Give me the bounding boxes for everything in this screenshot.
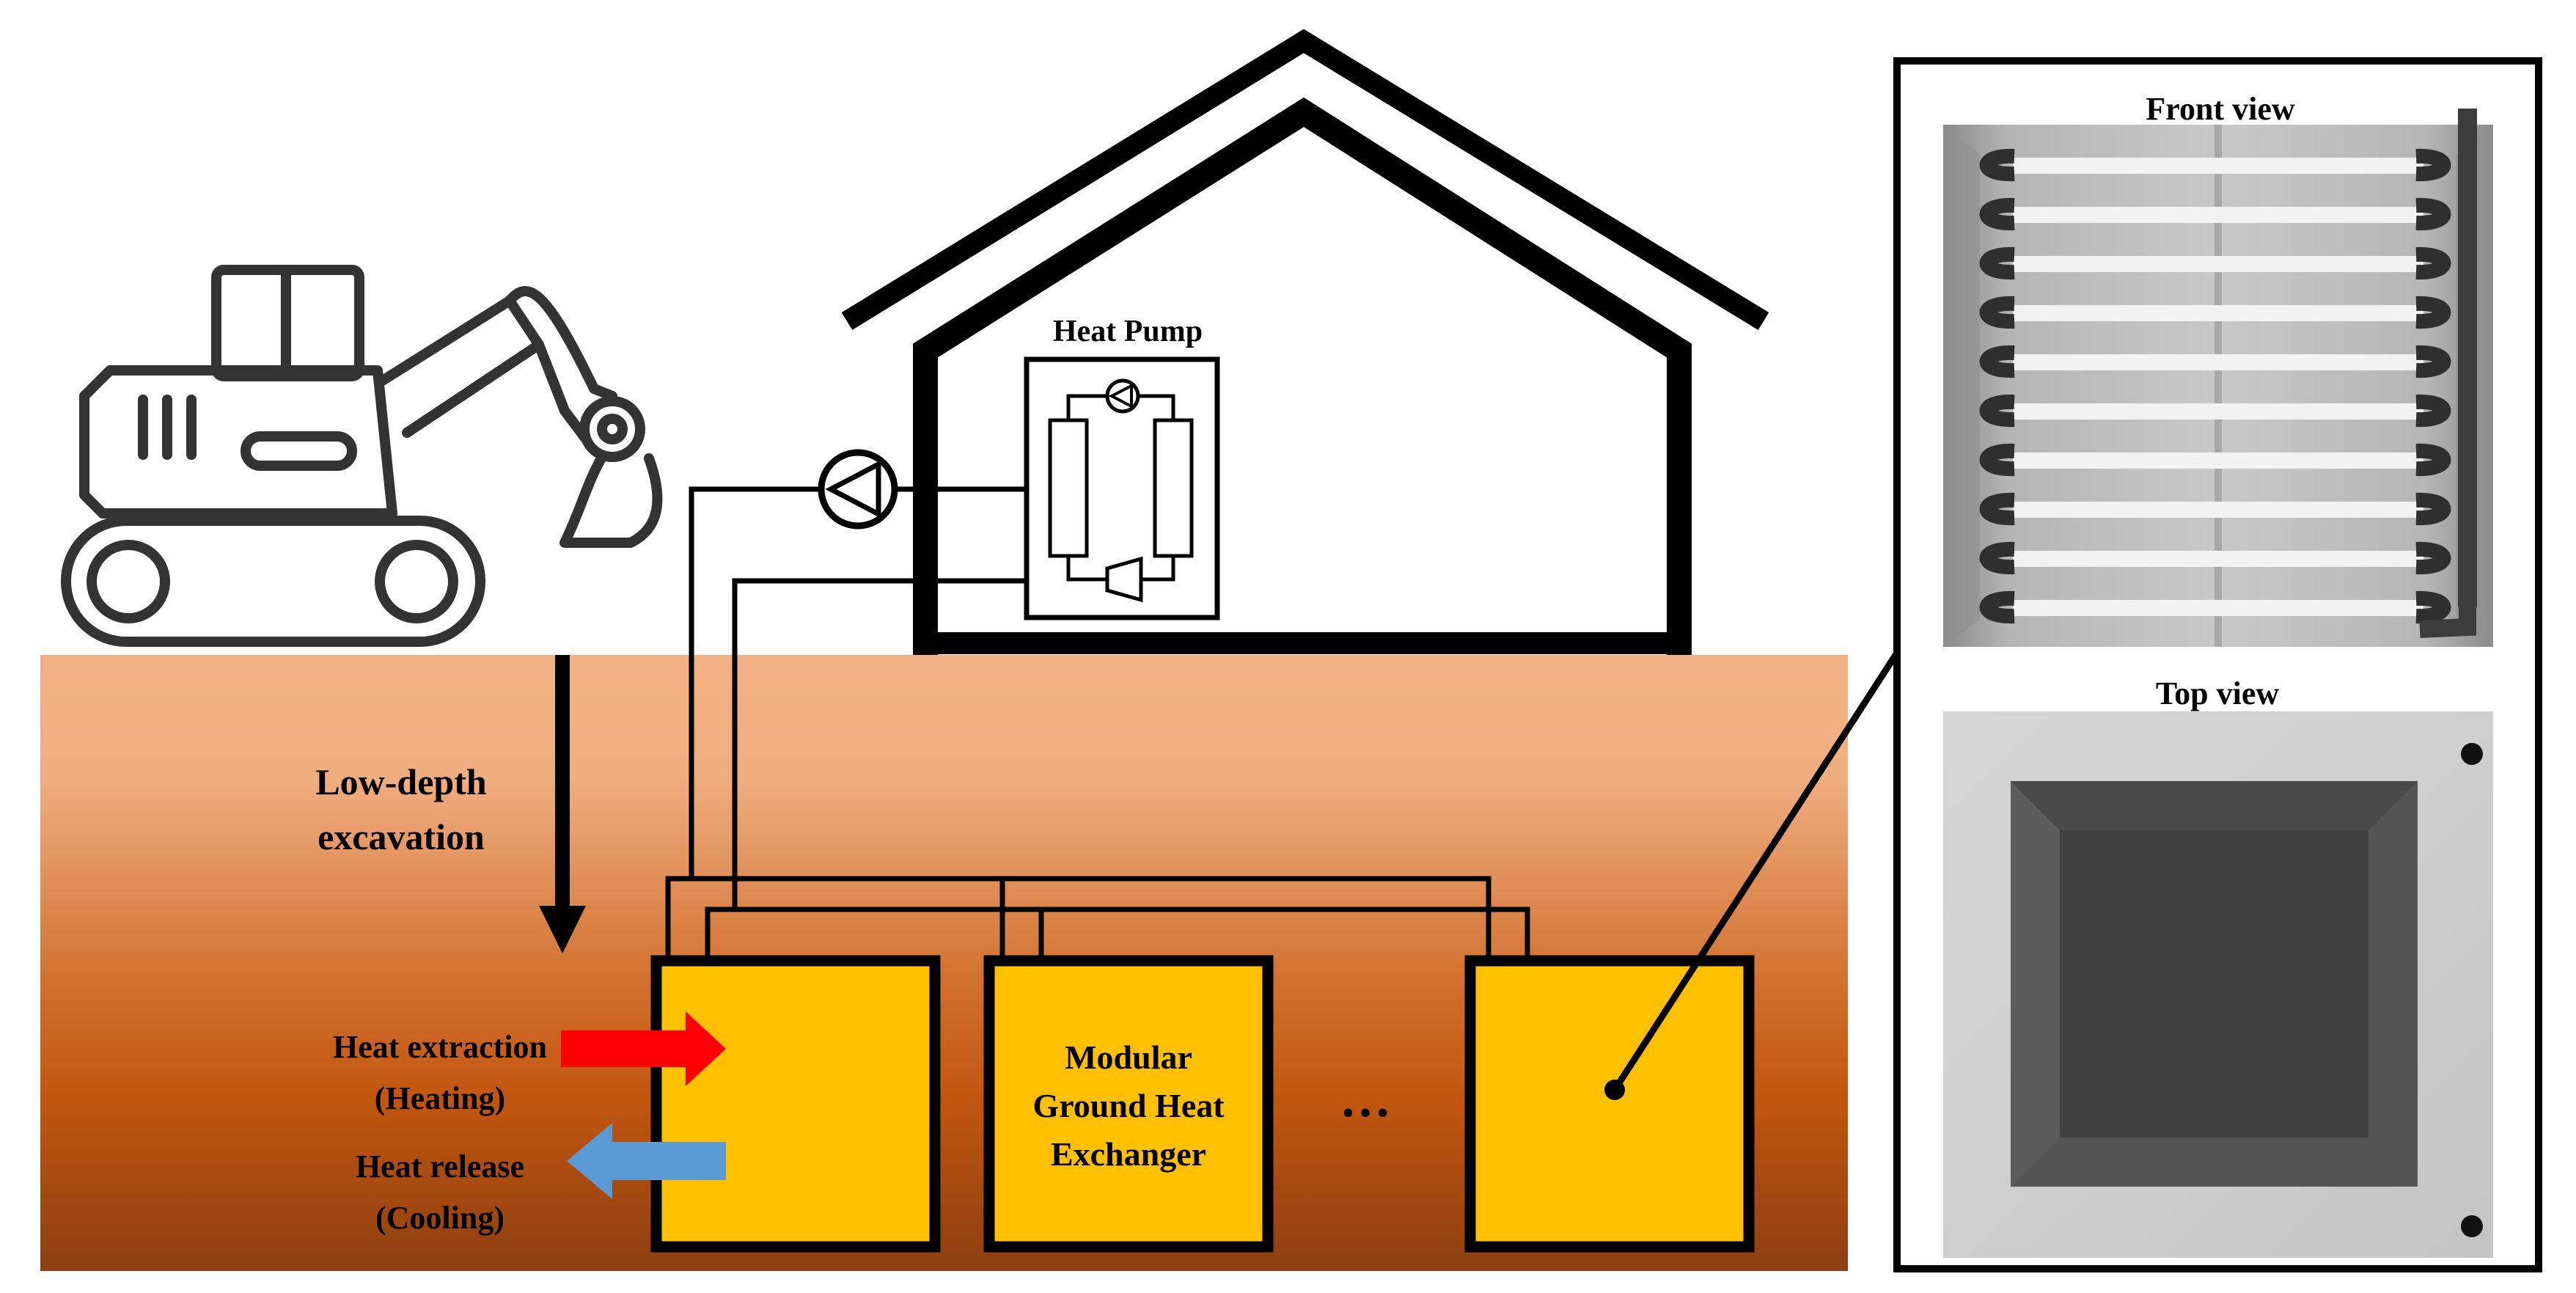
top-view-opening (2060, 830, 2368, 1138)
circulation-pump (818, 449, 898, 530)
coil-bend (2415, 492, 2451, 526)
front-view-label: Front view (2146, 91, 2294, 127)
coil-tube (2013, 354, 2423, 370)
heat-pump-evaporator (1048, 418, 1089, 558)
heat-pump-label: Heat Pump (1053, 315, 1203, 348)
pipe-header-inner (705, 906, 1530, 957)
excavation-label-line1: Low-depth (315, 761, 487, 802)
coil-bend (1979, 246, 2015, 280)
coil-tube (2013, 551, 2423, 567)
heat-pump-circuit-bottom-right (1141, 556, 1175, 582)
coil-bend (1979, 345, 2015, 378)
top-view-bolt-top (2461, 743, 2483, 765)
excavator-joint-inner (597, 414, 628, 444)
heat-extraction-arrow (561, 1011, 726, 1086)
top-view-bolt-bottom (2461, 1215, 2483, 1237)
coil-tube (2013, 256, 2423, 272)
coil-bend (2415, 590, 2451, 624)
house-roof (841, 29, 1769, 330)
heat-pump-circuit-bottom (1066, 556, 1107, 582)
coil-tube (2013, 403, 2423, 420)
excavator-icon (61, 265, 663, 647)
coil-bend (1979, 394, 2015, 428)
front-view-coils (1979, 148, 2451, 624)
pump-triangle (825, 460, 881, 519)
module-1 (650, 955, 941, 1253)
excavator-wheel-right (375, 540, 458, 623)
heat-release-line1: Heat release (356, 1149, 524, 1184)
coil-bend (1979, 197, 2015, 231)
excavator-bucket (559, 453, 663, 548)
heat-arrows: Heat extraction (Heating) Heat release (… (333, 1011, 726, 1236)
top-view-bevel-left (2011, 781, 2060, 1187)
coil-bend (1979, 541, 2015, 575)
coil-bend (2415, 345, 2451, 378)
heat-pump-condenser (1153, 418, 1194, 558)
coil-tube (2013, 502, 2423, 518)
coil-bend (2415, 148, 2451, 182)
pipe-return-from-heat-pump (732, 578, 1027, 909)
house (841, 29, 1769, 655)
heat-extraction-line2: (Heating) (375, 1080, 505, 1116)
coil-bend (2415, 197, 2451, 231)
compressor-icon (1105, 556, 1143, 603)
inset-panel: Front view Top view (1893, 57, 2542, 1272)
module-label-line2: Ground Heat (1032, 1087, 1225, 1124)
coil-bend (2415, 394, 2451, 428)
coil-bend (1979, 148, 2015, 182)
heat-release-arrow (567, 1123, 726, 1199)
excavation: Low-depth excavation (315, 655, 586, 953)
coil-bend (1979, 590, 2015, 624)
module-n (1464, 955, 1755, 1253)
coil-tube (2013, 207, 2423, 223)
coil-tube (2013, 158, 2423, 174)
heat-pump-circuit-top-right (1138, 394, 1175, 420)
callout-line (1612, 651, 1900, 1092)
coil-bend (1979, 296, 2015, 329)
coil-tube (2013, 305, 2423, 321)
heat-extraction-line1: Heat extraction (333, 1029, 547, 1065)
coil-bend (2415, 246, 2451, 280)
front-view-riser-bend (2419, 601, 2476, 638)
excavation-label-line2: excavation (318, 816, 485, 857)
top-view-bevel-top (2011, 781, 2418, 830)
module-2 (983, 955, 1274, 1253)
coil-bend (1979, 443, 2015, 477)
coil-bend (1979, 492, 2015, 526)
heat-pump: Heat Pump (1024, 315, 1220, 620)
heat-release-line2: (Cooling) (375, 1200, 504, 1236)
modules: Modular Ground Heat Exchanger … (650, 955, 1755, 1253)
pipe-supply-left (689, 486, 821, 879)
heat-pump-expansion-triangle (1108, 383, 1133, 409)
excavation-arrowhead (539, 906, 586, 953)
excavator-boom (504, 286, 617, 401)
excavator-track (61, 516, 485, 647)
front-view-riser (2458, 109, 2477, 607)
excavator-cab (211, 265, 364, 381)
excavator-arm (376, 296, 544, 438)
module-label-line1: Modular (1065, 1039, 1192, 1076)
heat-pump-circuit-top (1066, 394, 1107, 420)
excavator-wheel-left (87, 540, 170, 623)
house-wall (913, 97, 1692, 655)
coil-bend (2415, 296, 2451, 329)
top-view-photo: Top view (1943, 675, 2493, 1258)
ellipsis: … (1340, 1072, 1391, 1128)
pipe-header-outer (665, 876, 1491, 957)
piping (665, 486, 1530, 957)
module-label-line3: Exchanger (1051, 1135, 1206, 1173)
coil-tube (2013, 453, 2423, 469)
excavator-window (241, 431, 357, 471)
front-view-photo: Front view (1943, 91, 2493, 647)
excavator-boom-inner (534, 340, 592, 445)
excavator-joint (579, 396, 645, 462)
coil-bend (2415, 541, 2451, 575)
coil-tube (2013, 600, 2423, 616)
top-view-label: Top view (2156, 675, 2280, 711)
front-view-frame-left (1943, 125, 1980, 647)
excavator-body (79, 365, 397, 519)
coil-bend (2415, 443, 2451, 477)
